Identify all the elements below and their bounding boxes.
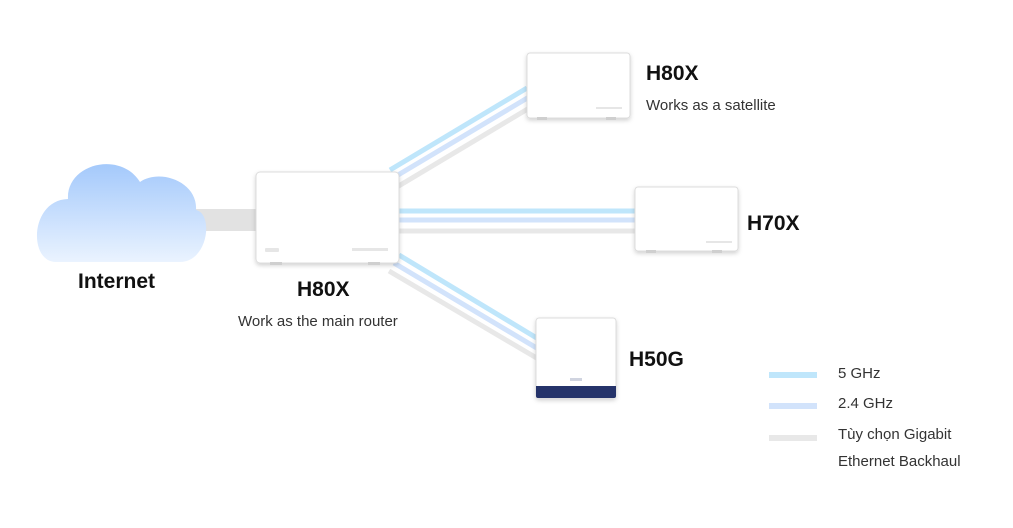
internet-label: Internet <box>78 270 156 293</box>
internet-cloud-icon <box>36 164 207 262</box>
legend-ethernet-label-line1: Tùy chọn Gigabit <box>838 426 952 443</box>
link-to-h50g-satellite <box>387 252 542 363</box>
legend-5ghz-swatch <box>769 372 817 378</box>
satellite-h70x-device <box>634 186 739 252</box>
main-router-foot-right <box>368 262 380 265</box>
satellite-h80x-badge <box>596 107 622 109</box>
satellite-h80x-model: H80X <box>646 62 699 85</box>
legend-5ghz-label: 5 GHz <box>838 365 881 382</box>
satellite-h80x-foot-right <box>606 117 616 120</box>
satellite-h70x-model: H70X <box>747 212 800 235</box>
satellite-h80x-foot-left <box>537 117 547 120</box>
link-to-h70x-satellite <box>399 208 636 234</box>
satellite-h50g-logo <box>570 378 582 381</box>
main-router-led <box>265 248 279 252</box>
main-router-model: H80X <box>297 278 350 301</box>
satellite-h50g-model: H50G <box>629 348 684 371</box>
satellite-h70x-foot-left <box>646 250 656 253</box>
main-router-foot-left <box>270 262 282 265</box>
main-router-h80x-device <box>255 171 400 264</box>
satellite-h50g-base <box>536 386 616 398</box>
satellite-h70x-foot-right <box>712 250 722 253</box>
main-router-badge <box>352 248 388 251</box>
link-to-h80x-satellite <box>388 85 533 190</box>
satellite-h80x-role: Works as a satellite <box>646 97 776 114</box>
satellite-h70x-badge <box>706 241 732 243</box>
main-router-role: Work as the main router <box>238 313 398 330</box>
legend-24ghz-label: 2.4 GHz <box>838 395 894 412</box>
satellite-h80x-device <box>526 52 631 119</box>
legend-ethernet-label-line2: Ethernet Backhaul <box>838 453 961 470</box>
legend-ethernet-swatch <box>769 435 817 441</box>
legend-24ghz-swatch <box>769 403 817 409</box>
